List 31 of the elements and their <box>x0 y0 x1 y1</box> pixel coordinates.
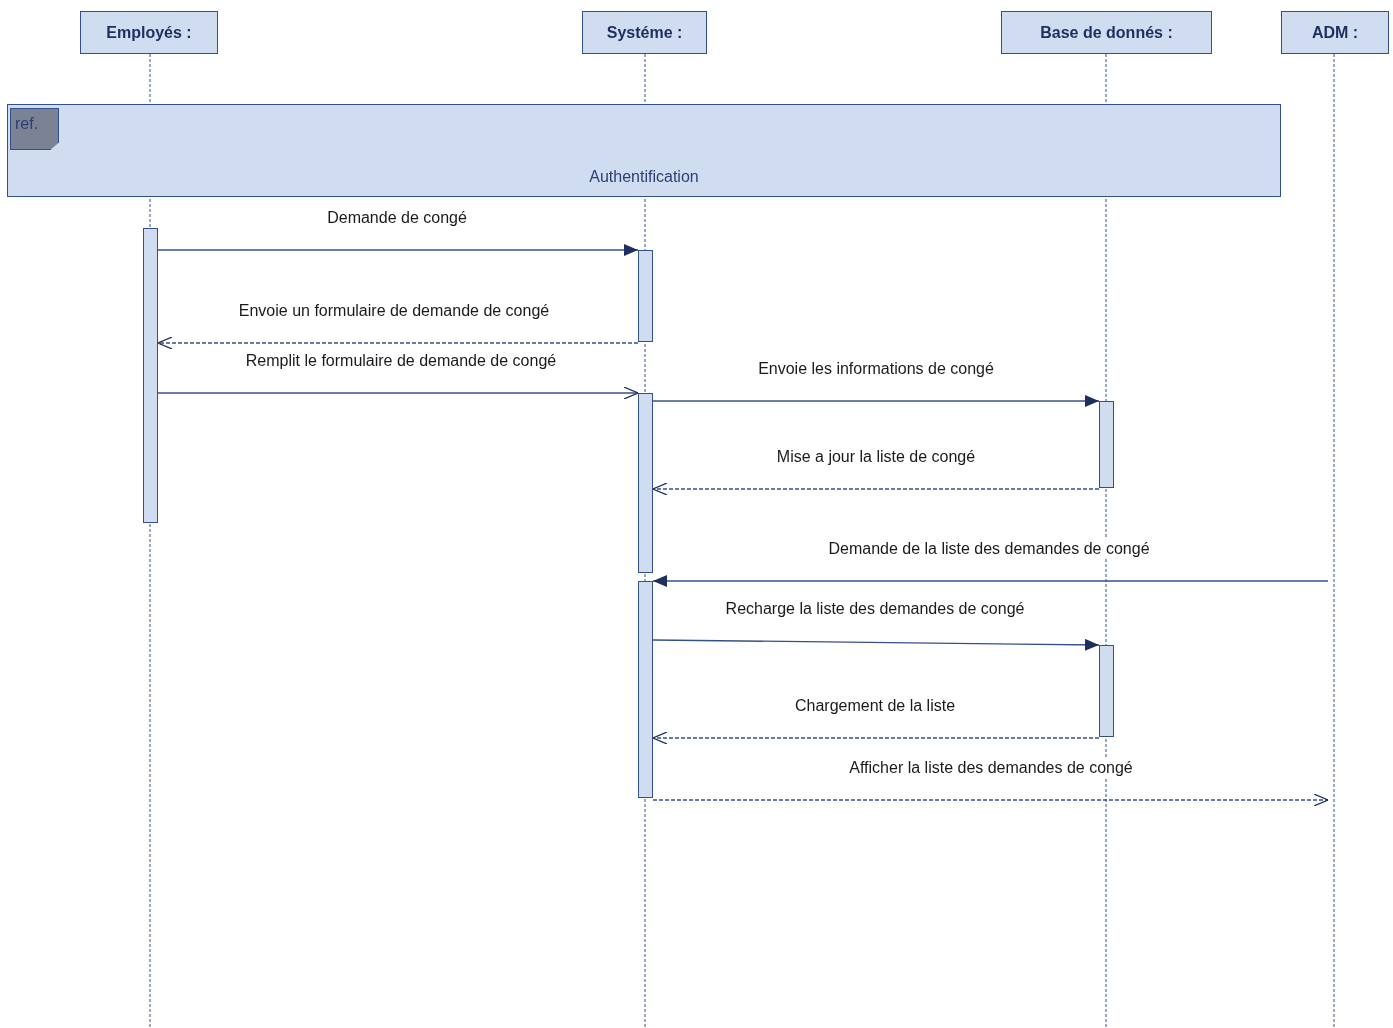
activation-bar <box>1099 401 1114 488</box>
activation-bar <box>638 250 653 342</box>
lifeline-header: Systéme : <box>582 11 707 54</box>
lifeline-header: Employés : <box>80 11 218 54</box>
message-label: Envoie un formulaire de demande de congé <box>237 301 551 321</box>
message-label: Demande de la liste des demandes de congé <box>827 539 1151 559</box>
message-label: Afficher la liste des demandes de congé <box>848 758 1134 778</box>
ref-tag: ref. <box>10 108 59 150</box>
message-arrow <box>652 575 1329 587</box>
message-label: Mise a jour la liste de congé <box>775 447 977 467</box>
activation-bar <box>143 228 158 523</box>
message-arrow <box>652 793 1329 807</box>
message-arrow <box>157 386 639 400</box>
message-label: Recharge la liste des demandes de congé <box>724 599 1026 619</box>
message-arrow <box>157 336 639 350</box>
lifeline-header: ADM : <box>1281 11 1389 54</box>
message-arrow <box>652 395 1100 407</box>
message-arrow <box>652 638 1100 651</box>
message-arrow <box>652 482 1100 496</box>
message-label: Chargement de la liste <box>793 696 957 716</box>
activation-bar <box>638 393 653 573</box>
ref-frame <box>7 104 1281 197</box>
activation-bar <box>1099 645 1114 737</box>
frame-title: Authentification <box>588 168 700 186</box>
message-label: Demande de congé <box>326 208 468 228</box>
activation-bar <box>638 581 653 798</box>
message-arrow <box>652 731 1100 745</box>
message-arrow <box>157 244 639 256</box>
message-label: Envoie les informations de congé <box>757 359 995 379</box>
lifeline-header: Base de donnés : <box>1001 11 1212 54</box>
message-label: Remplit le formulaire de demande de congé <box>244 351 558 371</box>
